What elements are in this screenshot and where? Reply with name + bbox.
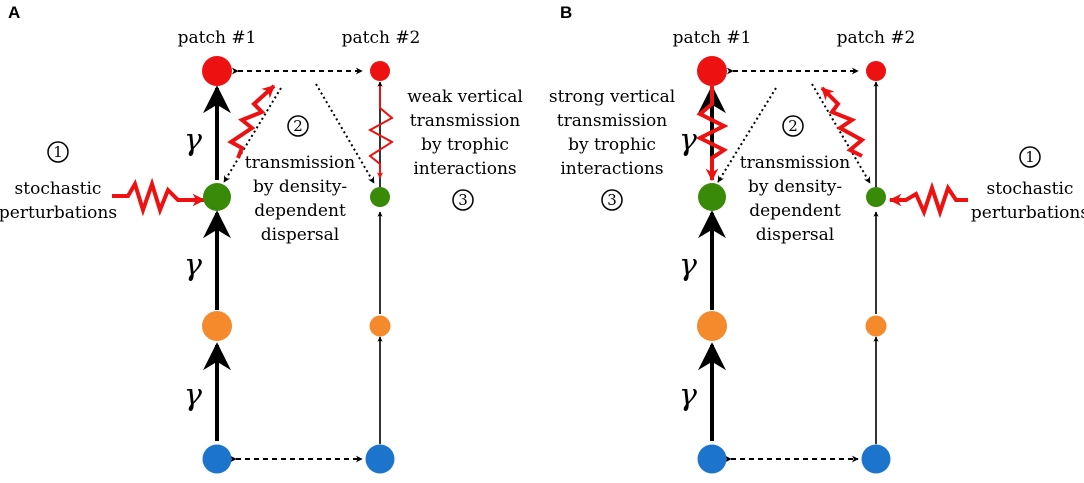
panel-b-patch2-title: patch #2 — [837, 28, 916, 48]
panel-b-vertical-signal — [695, 86, 729, 182]
panel-b-number-1: 1 — [1025, 148, 1035, 166]
panel-b-vertical-line-3: by trophic — [568, 135, 656, 155]
panel-b-p1-consumer-node — [698, 183, 726, 211]
panel-a-number-3: 3 — [458, 191, 468, 209]
panel-a-dispersal-line-4: dispersal — [261, 225, 339, 245]
panel-a-dispersal-signal — [227, 84, 276, 159]
panel-b-patch1-title: patch #1 — [673, 28, 752, 48]
panel-b-number-2: 2 — [788, 117, 798, 135]
panel-a-gamma-2: γ — [184, 248, 202, 283]
panel-b-p1-top-predator-node — [697, 56, 727, 86]
panel-b-dispersal-line-2: by density- — [748, 177, 842, 197]
panel-b-dispersal-line-4: dispersal — [756, 225, 834, 245]
panel-b: B patch #1 patch #2 γ γ γ — [549, 3, 1084, 474]
panel-a-perturbation-signal — [112, 177, 206, 217]
panel-b-letter: B — [560, 3, 572, 22]
panel-a-vertical-line-4: interactions — [413, 159, 516, 179]
panel-a-p2-basal-node — [365, 444, 395, 474]
panel-b-perturbation-signal — [888, 181, 968, 219]
panel-b-gamma-1: γ — [679, 123, 697, 158]
panel-b-gamma-3: γ — [679, 378, 697, 413]
panel-a-dispersal-line-3: dependent — [254, 201, 346, 221]
panel-b-p2-top-predator-node — [866, 61, 886, 81]
panel-a-vertical-line-1: weak vertical — [407, 87, 523, 107]
panel-a-letter: A — [8, 3, 20, 22]
panel-b-number-circle-3 — [601, 189, 623, 211]
panel-a-patch2-title: patch #2 — [342, 28, 421, 48]
panel-b-p2-herbivore-node — [865, 315, 887, 337]
panel-a-number-1: 1 — [53, 143, 63, 161]
panel-a-perturbation-line-1: stochastic — [15, 179, 102, 199]
panel-b-gamma-2: γ — [679, 248, 697, 283]
panel-a-vertical-line-2: transmission — [410, 111, 520, 131]
panel-a-p1-herbivore-node — [202, 311, 232, 341]
panel-a-number-circle-3 — [452, 189, 474, 211]
panel-a-number-2: 2 — [293, 117, 303, 135]
panel-b-dispersal-signal — [820, 86, 866, 158]
panel-b-perturbation-line-2: perturbations — [971, 203, 1084, 223]
panel-a-number-circle-1 — [47, 141, 69, 163]
panel-b-dispersal-line-3: dependent — [749, 201, 841, 221]
panel-b-p2-basal-node — [861, 444, 891, 474]
panel-b-perturbation-line-1: stochastic — [987, 179, 1074, 199]
panel-b-vertical-line-2: transmission — [557, 111, 667, 131]
panel-b-number-circle-1 — [1019, 146, 1041, 168]
panel-a-dotted-dispersal-left — [223, 87, 282, 183]
panel-b-p1-herbivore-node — [697, 311, 727, 341]
panel-a-p1-basal-node — [202, 444, 232, 474]
panel-b-dispersal-line-1: transmission — [740, 153, 850, 173]
panel-a-dispersal-line-1: transmission — [245, 153, 355, 173]
panel-a-number-circle-2 — [287, 115, 309, 137]
panel-b-p2-consumer-node — [866, 187, 886, 207]
panel-a-p2-consumer-node — [370, 187, 390, 207]
panel-a-dispersal-line-2: by density- — [253, 177, 347, 197]
panel-a-gamma-1: γ — [184, 123, 202, 158]
panel-b-number-3: 3 — [607, 191, 617, 209]
panel-a-dotted-dispersal-right — [315, 83, 375, 184]
panel-a-vertical-signal — [367, 86, 394, 179]
panel-a-vertical-line-3: by trophic — [421, 135, 509, 155]
panel-b-number-circle-2 — [782, 115, 804, 137]
panel-a-gamma-3: γ — [184, 378, 202, 413]
panel-b-vertical-line-1: strong vertical — [549, 87, 675, 107]
panel-b-p1-basal-node — [697, 444, 727, 474]
panel-a: A patch #1 patch #2 γ γ γ — [0, 3, 523, 474]
panel-b-vertical-line-4: interactions — [560, 159, 663, 179]
panel-a-patch1-title: patch #1 — [178, 28, 257, 48]
panel-a-p1-top-predator-node — [202, 56, 232, 86]
panel-b-dotted-dispersal-right — [811, 83, 871, 184]
panel-a-p1-consumer-node — [203, 183, 231, 211]
panel-b-dotted-dispersal-left — [717, 87, 777, 183]
panel-a-p2-top-predator-node — [370, 61, 390, 81]
panel-a-perturbation-line-2: perturbations — [0, 203, 117, 223]
panel-a-p2-herbivore-node — [369, 315, 391, 337]
